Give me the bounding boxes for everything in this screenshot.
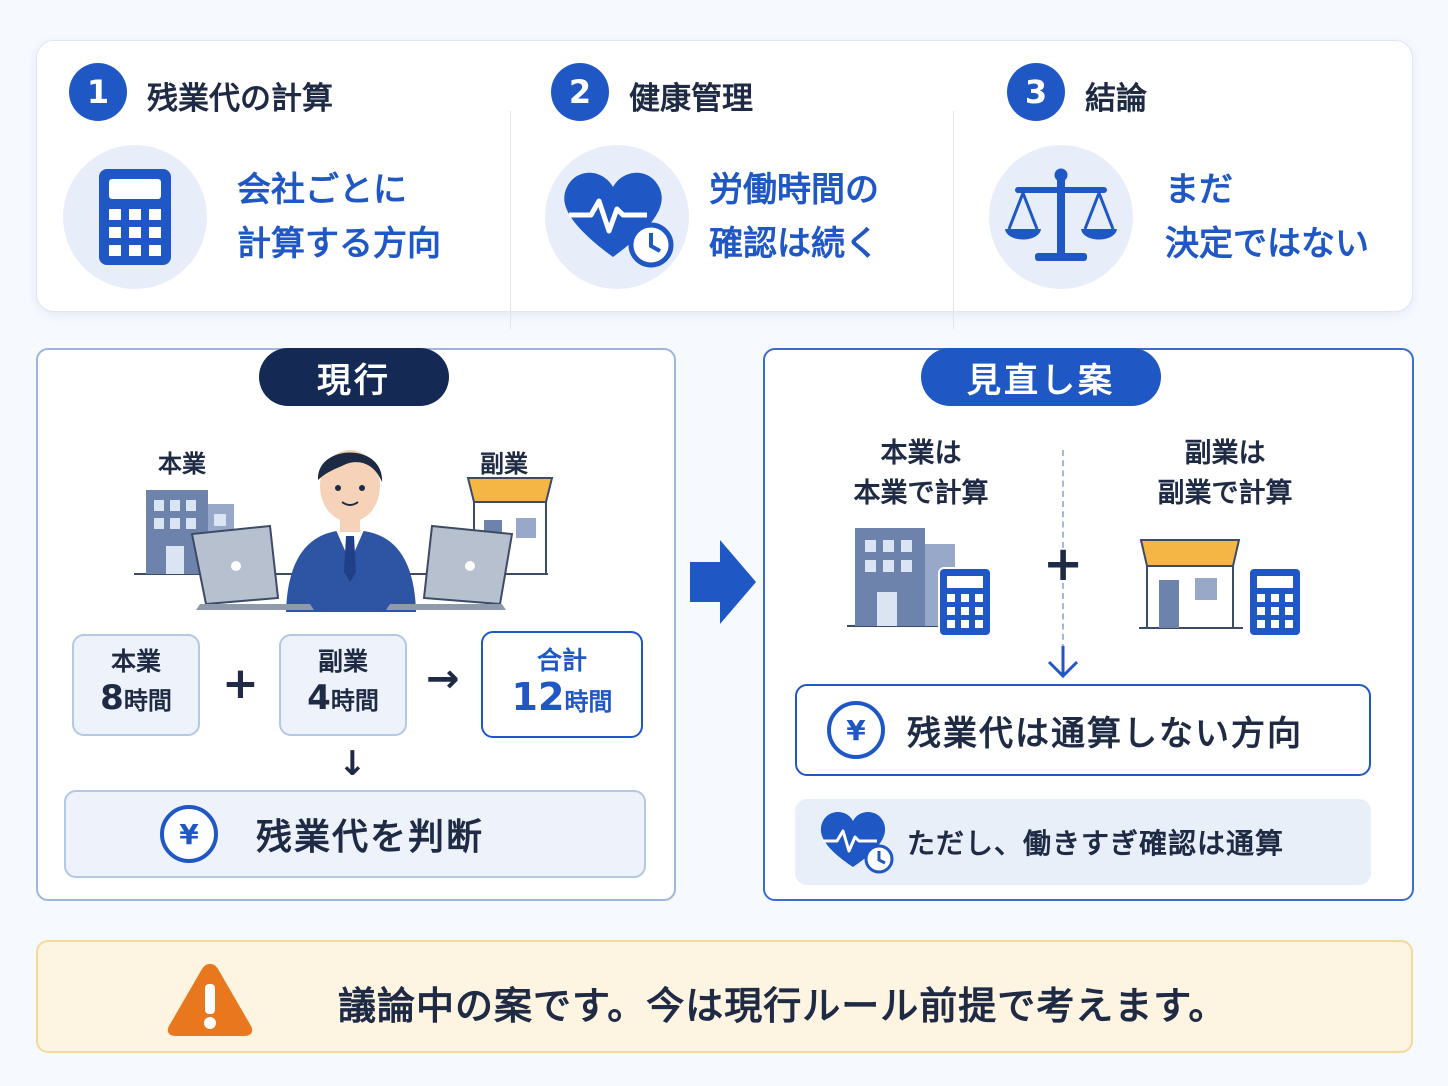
total-hours-box: 合計 12時間 bbox=[481, 631, 643, 738]
total-hours-value: 12 bbox=[511, 674, 565, 719]
step-desc-1: 会社ごとに 計算する方向 bbox=[237, 163, 441, 271]
arrow-down-icon bbox=[1047, 646, 1079, 678]
step-desc-1-line1: 会社ごとに bbox=[237, 170, 407, 210]
step-number-1: 1 bbox=[69, 63, 127, 121]
office-building-icon bbox=[146, 490, 234, 574]
proposal-note-box: ただし、働きすぎ確認は通算 bbox=[795, 799, 1371, 885]
arrow-right-icon: → bbox=[426, 656, 460, 702]
warning-text: 議論中の案です。今は現行ルール前提で考えます。 bbox=[338, 984, 1228, 1028]
warning-banner: 議論中の案です。今は現行ルール前提で考えます。 bbox=[36, 940, 1413, 1053]
arrow-down-icon: ↓ bbox=[338, 744, 367, 784]
proposal-panel: 見直し案 本業は 本業で計算 副業は 副業で計算 + bbox=[763, 348, 1414, 901]
step-desc-3: まだ 決定ではない bbox=[1165, 163, 1369, 271]
yen-icon: ¥ bbox=[827, 701, 885, 759]
proposal-header: 見直し案 bbox=[921, 348, 1161, 406]
calculator-icon bbox=[63, 145, 207, 289]
step-desc-3-line1: まだ bbox=[1165, 170, 1233, 210]
proposal-result-box: ¥ 残業代は通算しない方向 bbox=[795, 684, 1371, 776]
side-calc-label: 副業は 副業で計算 bbox=[1135, 434, 1315, 514]
warning-icon bbox=[167, 964, 253, 1036]
proposal-dashed-divider bbox=[1062, 450, 1064, 650]
worker-figure bbox=[286, 450, 416, 612]
shop-calculator-icon bbox=[1139, 539, 1302, 637]
main-hours-title: 本業 bbox=[110, 647, 161, 676]
office-calculator-icon bbox=[847, 528, 992, 637]
current-system-panel: 現行 本業 副業 bbox=[36, 348, 676, 901]
side-job-label: 副業 bbox=[480, 450, 528, 478]
step-desc-1-line2: 計算する方向 bbox=[237, 224, 441, 264]
side-calc-label-line2: 副業で計算 bbox=[1157, 478, 1293, 509]
plus-icon: + bbox=[1043, 536, 1084, 592]
heart-clock-icon bbox=[820, 812, 894, 874]
laptop-icon bbox=[386, 524, 514, 610]
step-title-2: 健康管理 bbox=[629, 81, 753, 117]
total-hours-title: 合計 bbox=[536, 645, 587, 675]
step-desc-3-line2: 決定ではない bbox=[1165, 224, 1369, 264]
side-hours-box: 副業 4時間 bbox=[279, 634, 407, 736]
step-title-1: 残業代の計算 bbox=[147, 81, 333, 117]
worker-illustration bbox=[134, 450, 554, 612]
proposal-note-text: ただし、働きすぎ確認は通算 bbox=[907, 827, 1285, 860]
side-hours-unit: 時間 bbox=[330, 687, 379, 715]
side-hours-value: 4 bbox=[307, 678, 331, 718]
current-result-text: 残業代を判断 bbox=[256, 817, 485, 858]
summary-divider bbox=[953, 111, 954, 329]
side-calc-label-line1: 副業は bbox=[1184, 438, 1266, 469]
main-hours-value: 8 bbox=[100, 678, 124, 718]
heart-clock-icon bbox=[545, 145, 689, 289]
main-hours-unit: 時間 bbox=[123, 687, 172, 715]
yen-icon: ¥ bbox=[160, 805, 218, 863]
main-calc-label: 本業は 本業で計算 bbox=[831, 434, 1011, 514]
summary-divider bbox=[510, 111, 511, 329]
total-hours-unit: 時間 bbox=[564, 687, 613, 716]
step-desc-2-line1: 労働時間の bbox=[709, 170, 879, 210]
main-hours-box: 本業 8時間 bbox=[72, 634, 200, 736]
proposal-result-text: 残業代は通算しない方向 bbox=[907, 713, 1303, 754]
current-header: 現行 bbox=[259, 348, 449, 406]
step-number-2: 2 bbox=[551, 63, 609, 121]
plus-icon: + bbox=[222, 658, 259, 709]
step-desc-2: 労働時間の 確認は続く bbox=[709, 163, 879, 271]
scales-icon bbox=[989, 145, 1133, 289]
laptop-icon bbox=[190, 524, 314, 610]
transition-arrow-icon bbox=[690, 540, 756, 624]
main-calc-label-line1: 本業は bbox=[880, 438, 962, 469]
current-result-box: ¥ 残業代を判断 bbox=[64, 790, 646, 878]
summary-card: 1 残業代の計算 会社ごとに 計算する方向 2 健康管理 労働時間の 確認は続く bbox=[36, 40, 1413, 329]
main-job-label: 本業 bbox=[158, 450, 206, 478]
main-calc-label-line2: 本業で計算 bbox=[853, 478, 989, 509]
step-number-3: 3 bbox=[1007, 63, 1065, 121]
side-hours-title: 副業 bbox=[317, 647, 368, 676]
step-desc-2-line2: 確認は続く bbox=[709, 224, 879, 264]
step-title-3: 結論 bbox=[1085, 81, 1147, 117]
